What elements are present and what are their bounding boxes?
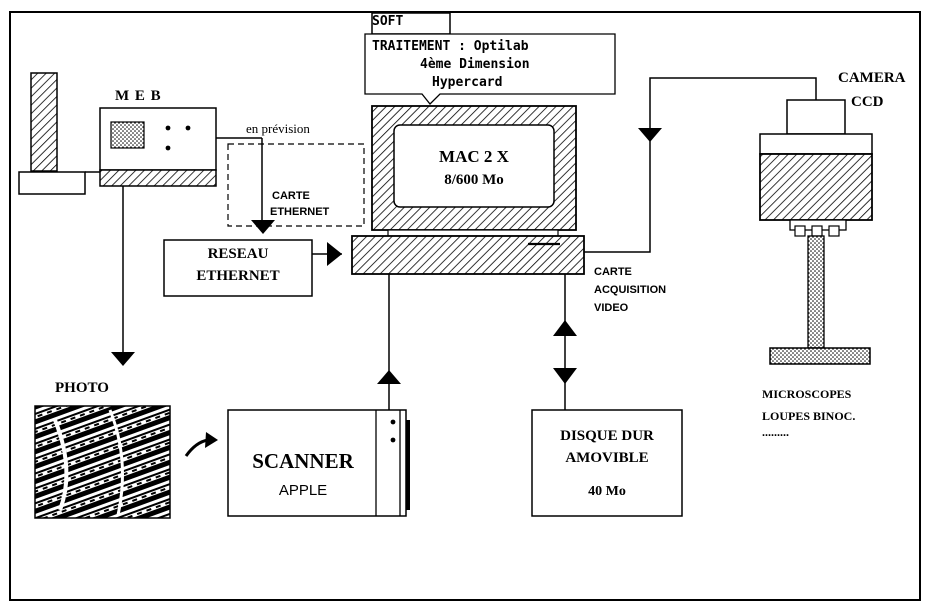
reseau-to-mac-arrow xyxy=(312,242,342,266)
meb-console xyxy=(100,108,216,186)
dimension-label: 4ème Dimension xyxy=(420,58,530,72)
en-prevision-label: en prévision xyxy=(246,122,310,136)
carte-acquisition-label-1: CARTE xyxy=(594,266,632,278)
meb-monitor xyxy=(19,73,100,194)
carte-acquisition-label-2: ACQUISITION xyxy=(594,284,666,296)
meb-to-ethernet-arrow xyxy=(216,138,275,234)
meb-to-photo-arrow xyxy=(111,186,135,366)
hypercard-label: Hypercard xyxy=(432,76,502,90)
disque-label-1: DISQUE DUR xyxy=(532,428,682,445)
mac-label-1: MAC 2 X xyxy=(394,148,554,167)
carte-acquisition-label-3: VIDEO xyxy=(594,302,628,314)
scanner-label-1: SCANNER xyxy=(232,450,374,473)
photo-image xyxy=(35,406,170,518)
reseau-label-2: ETHERNET xyxy=(164,268,312,285)
ellipsis-label: ......... xyxy=(762,426,789,439)
meb-label: M E B xyxy=(115,88,162,105)
camera-microscope xyxy=(760,100,872,364)
photo-label: PHOTO xyxy=(55,380,109,397)
mac-to-disque-arrow xyxy=(553,274,577,410)
scanner-label-2: APPLE xyxy=(232,483,374,500)
camera-label-1: CAMERA xyxy=(838,70,906,87)
reseau-label-1: RESEAU xyxy=(164,246,312,263)
traitement-label: TRAITEMENT : Optilab xyxy=(372,40,529,54)
mac-label-2: 8/600 Mo xyxy=(394,172,554,189)
mac-computer xyxy=(352,106,584,274)
carte-ethernet-label-1: CARTE xyxy=(272,190,310,202)
soft-label: SOFT xyxy=(372,15,450,29)
disque-label-3: 40 Mo xyxy=(532,484,682,499)
camera-label-2: CCD xyxy=(851,94,884,111)
photo-to-scanner-arrow xyxy=(186,432,218,456)
carte-ethernet-label-2: ETHERNET xyxy=(270,206,329,218)
disque-label-2: AMOVIBLE xyxy=(532,450,682,467)
microscopes-label: MICROSCOPES xyxy=(762,388,851,401)
scanner-to-mac-arrow xyxy=(377,274,401,410)
loupes-label: LOUPES BINOC. xyxy=(762,410,855,423)
